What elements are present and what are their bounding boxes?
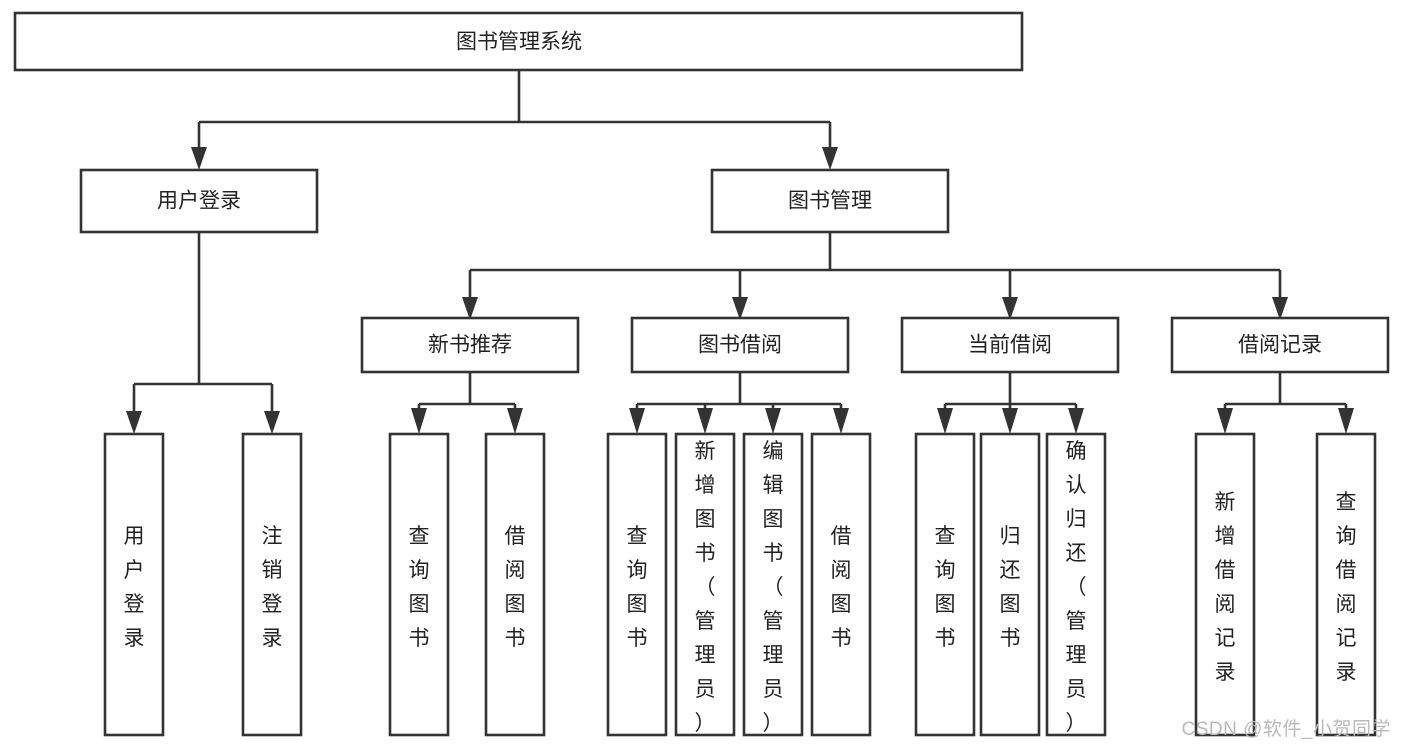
- arrow-to-new-book: [462, 297, 478, 320]
- node-book-borrow-label: 图书借阅: [698, 334, 782, 357]
- leaf-book-borrow-2[interactable]: 新增图书（管理员）: [674, 432, 736, 737]
- leaf-borrow-record-1[interactable]: 新增借阅记录: [1194, 432, 1256, 737]
- leaf-user-login-1[interactable]: 用户登录: [103, 432, 165, 737]
- arrow-leaf-user-1: [126, 411, 142, 434]
- node-borrow-record[interactable]: 借阅记录: [1170, 316, 1390, 374]
- leaf-book-borrow-3-box[interactable]: [742, 432, 804, 737]
- leaf-borrow-record-1-label: 新增借阅记录: [1215, 491, 1236, 684]
- leaf-current-borrow-1[interactable]: 查询图书: [914, 432, 976, 737]
- leaf-book-borrow-4-box[interactable]: [810, 432, 872, 737]
- leaf-user-login-1-box[interactable]: [103, 432, 165, 737]
- leaf-current-borrow-3-label: 确认归还（管理员）: [1066, 440, 1087, 735]
- connector-layer: [126, 70, 1354, 434]
- leaf-borrow-record-2-label: 查询借阅记录: [1336, 491, 1357, 684]
- node-root-system[interactable]: 图书管理系统: [13, 11, 1024, 72]
- leaf-new-book-1[interactable]: 查询图书: [388, 432, 450, 737]
- leaf-borrow-record-2[interactable]: 查询借阅记录: [1315, 432, 1377, 737]
- leaf-borrow-record-1-box[interactable]: [1194, 432, 1256, 737]
- arrow-to-book-manage: [822, 147, 838, 170]
- leaf-new-book-1-box[interactable]: [388, 432, 450, 737]
- leaf-current-borrow-2-label: 归还图书: [1000, 525, 1021, 650]
- arrow-to-borrow-record: [1272, 297, 1288, 320]
- node-current-borrow-box[interactable]: [900, 316, 1120, 374]
- leaf-book-borrow-1[interactable]: 查询图书: [606, 432, 668, 737]
- node-borrow-record-label: 借阅记录: [1238, 334, 1322, 357]
- leaf-book-borrow-1-label: 查询图书: [627, 525, 648, 650]
- arrow-leaf-borrow-4: [833, 408, 849, 434]
- node-root-label: 图书管理系统: [456, 31, 582, 54]
- node-root-box[interactable]: [13, 11, 1024, 72]
- arrow-leaf-borrow-1: [629, 408, 645, 434]
- leaf-user-login-1-label: 用户登录: [124, 525, 145, 650]
- node-user-login-box[interactable]: [79, 168, 319, 234]
- arrow-leaf-borrow-3: [765, 408, 781, 434]
- leaf-book-borrow-3-label: 编辑图书（管理员）: [763, 440, 784, 735]
- node-book-manage-box[interactable]: [710, 168, 950, 234]
- arrow-leaf-borrow-2: [697, 408, 713, 434]
- leaf-user-login-2[interactable]: 注销登录: [241, 432, 303, 737]
- leaf-new-book-2-label: 借阅图书: [505, 525, 526, 650]
- node-current-borrow[interactable]: 当前借阅: [900, 316, 1120, 374]
- leaf-new-book-2[interactable]: 借阅图书: [484, 432, 546, 737]
- leaf-current-borrow-1-box[interactable]: [914, 432, 976, 737]
- leaf-current-borrow-3[interactable]: 确认归还（管理员）: [1045, 432, 1107, 737]
- leaf-current-borrow-3-box[interactable]: [1045, 432, 1107, 737]
- leaf-user-login-2-box[interactable]: [241, 432, 303, 737]
- arrow-to-current-borrow: [1002, 297, 1018, 320]
- node-book-borrow-box[interactable]: [630, 316, 850, 374]
- arrow-leaf-record-2: [1338, 408, 1354, 434]
- leaf-current-borrow-2-box[interactable]: [979, 432, 1041, 737]
- arrow-leaf-current-3: [1068, 408, 1084, 434]
- arrow-leaf-current-1: [937, 408, 953, 434]
- leaf-new-book-2-box[interactable]: [484, 432, 546, 737]
- arrow-leaf-newbook-2: [507, 408, 523, 434]
- leaf-book-borrow-3[interactable]: 编辑图书（管理员）: [742, 432, 804, 737]
- arrow-to-user-login: [191, 147, 207, 170]
- node-user-login-label: 用户登录: [157, 190, 241, 213]
- arrow-leaf-newbook-1: [411, 408, 427, 434]
- arrow-leaf-user-2: [264, 411, 280, 434]
- leaf-user-login-2-label: 注销登录: [262, 525, 283, 650]
- node-user-login[interactable]: 用户登录: [79, 168, 319, 234]
- node-current-borrow-label: 当前借阅: [968, 334, 1052, 357]
- leaf-new-book-1-label: 查询图书: [409, 525, 430, 650]
- node-new-book-label: 新书推荐: [428, 334, 512, 357]
- leaf-book-borrow-4[interactable]: 借阅图书: [810, 432, 872, 737]
- leaf-book-borrow-2-box[interactable]: [674, 432, 736, 737]
- node-borrow-record-box[interactable]: [1170, 316, 1390, 374]
- csdn-watermark: CSDN @软件_小贺同学: [1181, 719, 1391, 740]
- node-new-book-box[interactable]: [360, 316, 580, 374]
- node-new-book[interactable]: 新书推荐: [360, 316, 580, 374]
- node-book-manage[interactable]: 图书管理: [710, 168, 950, 234]
- leaf-book-borrow-2-label: 新增图书（管理员）: [695, 440, 716, 735]
- leaf-borrow-record-2-box[interactable]: [1315, 432, 1377, 737]
- leaf-current-borrow-1-label: 查询图书: [935, 525, 956, 650]
- arrow-leaf-current-2: [1002, 408, 1018, 434]
- leaf-current-borrow-2[interactable]: 归还图书: [979, 432, 1041, 737]
- node-book-borrow[interactable]: 图书借阅: [630, 316, 850, 374]
- arrow-to-book-borrow: [732, 297, 748, 320]
- leaf-book-borrow-1-box[interactable]: [606, 432, 668, 737]
- arrow-leaf-record-1: [1217, 408, 1233, 434]
- node-book-manage-label: 图书管理: [788, 190, 872, 213]
- leaf-book-borrow-4-label: 借阅图书: [831, 525, 852, 650]
